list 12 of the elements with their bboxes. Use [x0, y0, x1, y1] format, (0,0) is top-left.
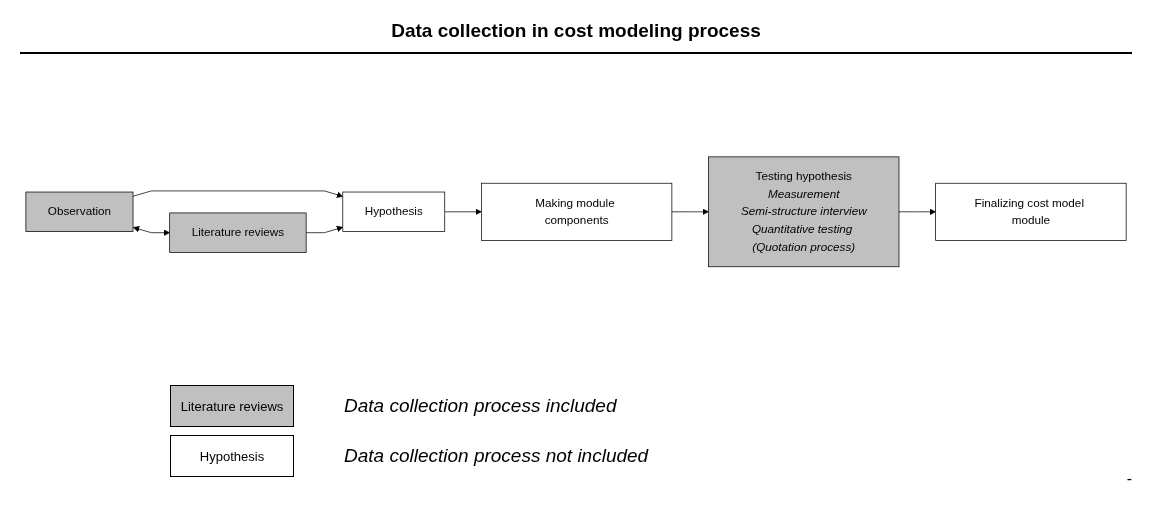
legend-text: Data collection process not included	[344, 445, 649, 467]
node-box: Making module components	[481, 183, 673, 241]
note-text: -	[1126, 470, 1132, 487]
node-box: Hypothesis	[342, 191, 446, 233]
node-box: Finalizing cost model module	[935, 183, 1127, 241]
legend-text: Data collection process included	[344, 395, 617, 417]
node-box: Observation	[25, 191, 134, 233]
legend-swatch: Hypothesis	[170, 435, 294, 477]
node-box: Testing hypothesis Measurement Semi-structure interview Quantitative testing (Quotation process)	[708, 156, 900, 268]
node-box: Literature reviews	[169, 212, 307, 254]
legend-swatch: Literature reviews	[170, 385, 294, 427]
diagram-title: Data collection in cost modeling process	[390, 20, 762, 42]
